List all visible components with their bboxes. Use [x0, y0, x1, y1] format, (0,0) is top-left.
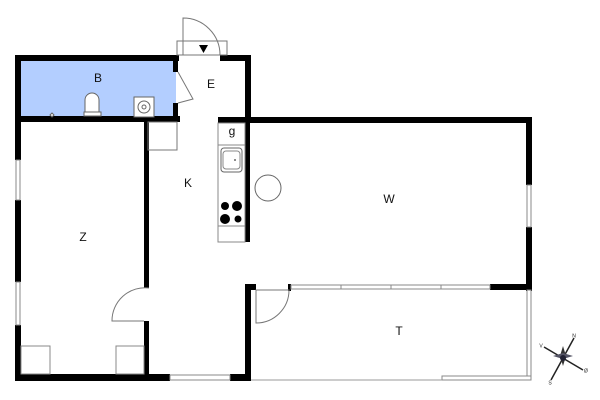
room-label-entry: E [207, 77, 215, 91]
entrance-arrow-icon [199, 45, 208, 53]
compass-east: Ø [584, 368, 588, 374]
compass-north: N [572, 333, 576, 339]
room-label-kitchen: K [184, 176, 192, 190]
room-label-terrace: T [395, 324, 403, 338]
windows [15, 159, 532, 381]
room-label-bath: B [94, 71, 102, 85]
room-label-closet: g [229, 124, 236, 138]
walls [15, 55, 532, 381]
bathroom-sink [133, 96, 155, 118]
kitchen-counter [217, 122, 246, 243]
compass-rose-icon: N V S Ø [539, 333, 588, 386]
compass-west: V [539, 343, 543, 349]
compass-south: S [548, 380, 552, 386]
toilet [84, 92, 100, 113]
fixtures [20, 92, 282, 375]
doors [111, 17, 290, 324]
dining-table [254, 174, 282, 202]
room-label-bedroom: Z [79, 230, 86, 244]
room-label-living: W [383, 192, 395, 206]
stove [220, 201, 242, 224]
kitchen-sink [220, 147, 243, 173]
